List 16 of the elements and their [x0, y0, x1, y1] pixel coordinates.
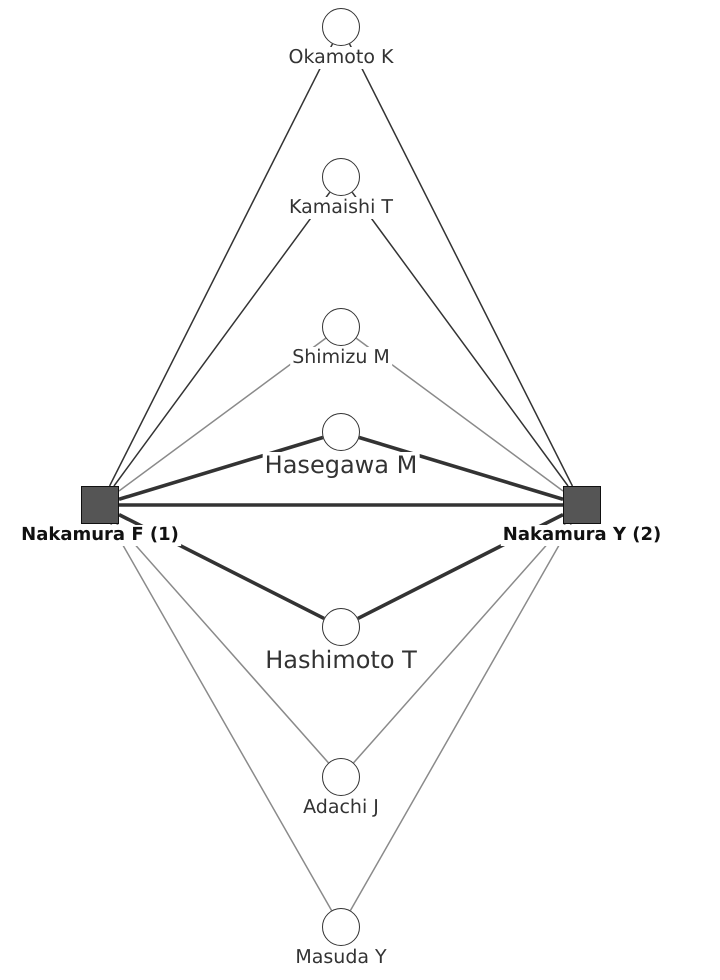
- connector-line: [119, 503, 563, 507]
- connector-line: [356, 338, 564, 492]
- connector-line: [116, 524, 329, 764]
- connector-line: [110, 524, 332, 911]
- node-label: Okamoto K: [286, 47, 396, 69]
- connector-line: [353, 524, 566, 764]
- connector-line: [118, 338, 326, 492]
- connector-line: [108, 44, 334, 486]
- node-label: Shimizu M: [290, 347, 392, 369]
- connector-line: [358, 436, 564, 501]
- node-label: Hasegawa M: [262, 452, 420, 480]
- connector-line: [352, 192, 569, 486]
- connector-line: [350, 524, 572, 911]
- connector-line: [113, 192, 330, 486]
- connector-line: [118, 436, 324, 501]
- connector-line: [348, 44, 574, 486]
